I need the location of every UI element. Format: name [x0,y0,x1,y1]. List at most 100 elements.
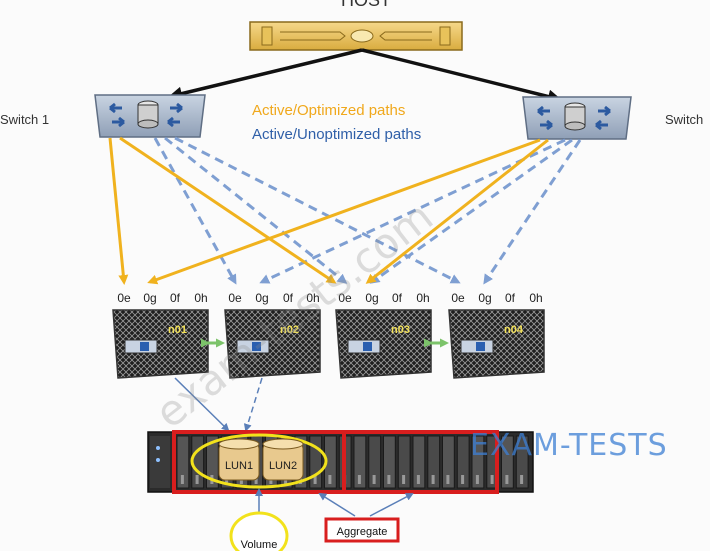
node-n01: n01 [112,309,209,379]
disk-bay-handle [195,475,199,484]
opt-path-s2-n03 [365,138,549,284]
disk-bay-handle [490,475,494,484]
ports-n02: 0e 0g 0f 0h [228,291,319,305]
disk-bay-handle [446,475,450,484]
unopt-path-s1-n03 [164,136,348,284]
volume-callout [229,511,289,551]
aggregate-pointer-left [318,492,356,517]
opt-path-s1-n01 [108,137,129,285]
disk-bay-handle [328,475,332,484]
legend: Active/Optimized paths Active/Unoptimize… [252,102,421,143]
port-label: 0g [365,291,378,305]
node-n02-label: n02 [280,324,299,336]
port-labels: 0e 0g 0f 0h 0e 0g 0f 0h 0e 0g 0f 0h 0e 0… [117,291,542,305]
disk-bay-handle [313,475,317,484]
port-label: 0g [478,291,491,305]
aggregate-callout [324,517,400,543]
port-label: 0e [228,291,242,305]
aggregate-callout-label: Aggregate [337,526,388,538]
disk-bay [368,435,382,489]
node-shelf-links [174,377,263,432]
volume-callout-label: Volume [241,539,278,551]
lun1-label: LUN1 [225,460,253,472]
disk-bay-handle [402,475,406,484]
switch-2: Switch [522,96,703,140]
lun2-label: LUN2 [269,460,297,472]
node-n04: n04 [448,309,545,379]
ports-n03: 0e 0g 0f 0h [338,291,429,305]
port-label: 0h [529,291,542,305]
unopt-path-s1-n04 [174,136,461,284]
disk-bay-handle [387,475,391,484]
node-n01-label: n01 [168,324,187,336]
ports-n04: 0e 0g 0f 0h [451,291,542,305]
aggregate-outline-right [342,430,499,494]
port-label: 0e [117,291,131,305]
brand-watermark: EXAM-TESTS [470,428,668,463]
host-label: HOST [341,0,391,10]
switch-2-label: Switch [665,112,703,127]
disk-bay-handle [357,475,361,484]
disk-bay-handle [475,475,479,484]
port-label: 0h [194,291,207,305]
port-label: 0e [338,291,352,305]
optimized-paths [108,136,549,285]
disk-bay [309,435,323,489]
disk-bay [412,435,426,489]
opt-path-s2-n01 [147,138,541,285]
link-n02-shelf [243,377,263,432]
disk-bay [353,435,367,489]
disk-bay [471,435,485,489]
switch-1-arrow-icon [109,102,183,128]
disk-bay [456,435,470,489]
node-n02: n02 [224,309,321,379]
disk-bay [427,435,441,489]
port-label: 0h [306,291,319,305]
callouts: Volume Aggregate [229,488,414,551]
port-label: 0f [283,291,294,305]
host: HOST [249,0,463,51]
disk-bay-handle [431,475,435,484]
disk-bay [176,435,190,489]
link-n01-shelf [174,377,230,432]
unopt-path-s1-n02 [153,137,237,285]
disk-bay-handle [416,475,420,484]
lun1: LUN1 [218,438,260,481]
host-device [249,21,463,51]
disk-bay [206,435,219,489]
node-n04-label: n04 [504,324,524,336]
controller-nodes: n01 n02 n03 n04 [112,309,545,379]
switch-1: Switch 1 [0,94,206,138]
port-label: 0e [451,291,465,305]
unoptimized-paths [153,136,582,285]
port-label: 0g [143,291,156,305]
unopt-path-s2-n02 [259,138,566,284]
disk-shelf: LUN1 LUN2 [147,430,534,494]
port-label: 0f [170,291,181,305]
port-label: 0h [416,291,429,305]
disk-bay-handle [520,475,524,484]
unopt-path-s2-n03 [369,138,573,284]
disk-bay [383,435,396,489]
node-n03-label: n03 [391,324,410,336]
host-cables [168,48,562,104]
switch-2-disk-icon [564,102,586,131]
unopt-path-s2-n04 [483,139,582,285]
cable-host-switch2 [361,48,562,104]
cable-host-switch1 [168,48,363,101]
disk-bay-handle [180,475,184,484]
ports-n01: 0e 0g 0f 0h [117,291,207,305]
disk-bay [515,435,529,489]
node-n03: n03 [335,309,432,379]
legend-optimized: Active/Optimized paths [252,102,405,119]
port-label: 0f [392,291,403,305]
disk-bay-handle [372,475,376,484]
switch-2-arrow-icon [537,105,611,131]
lun2: LUN2 [262,438,304,481]
port-label: 0f [505,291,516,305]
port-label: 0g [255,291,268,305]
opt-path-s1-n03 [119,136,337,284]
disk-bay [397,435,411,489]
switch-1-label: Switch 1 [0,112,49,127]
